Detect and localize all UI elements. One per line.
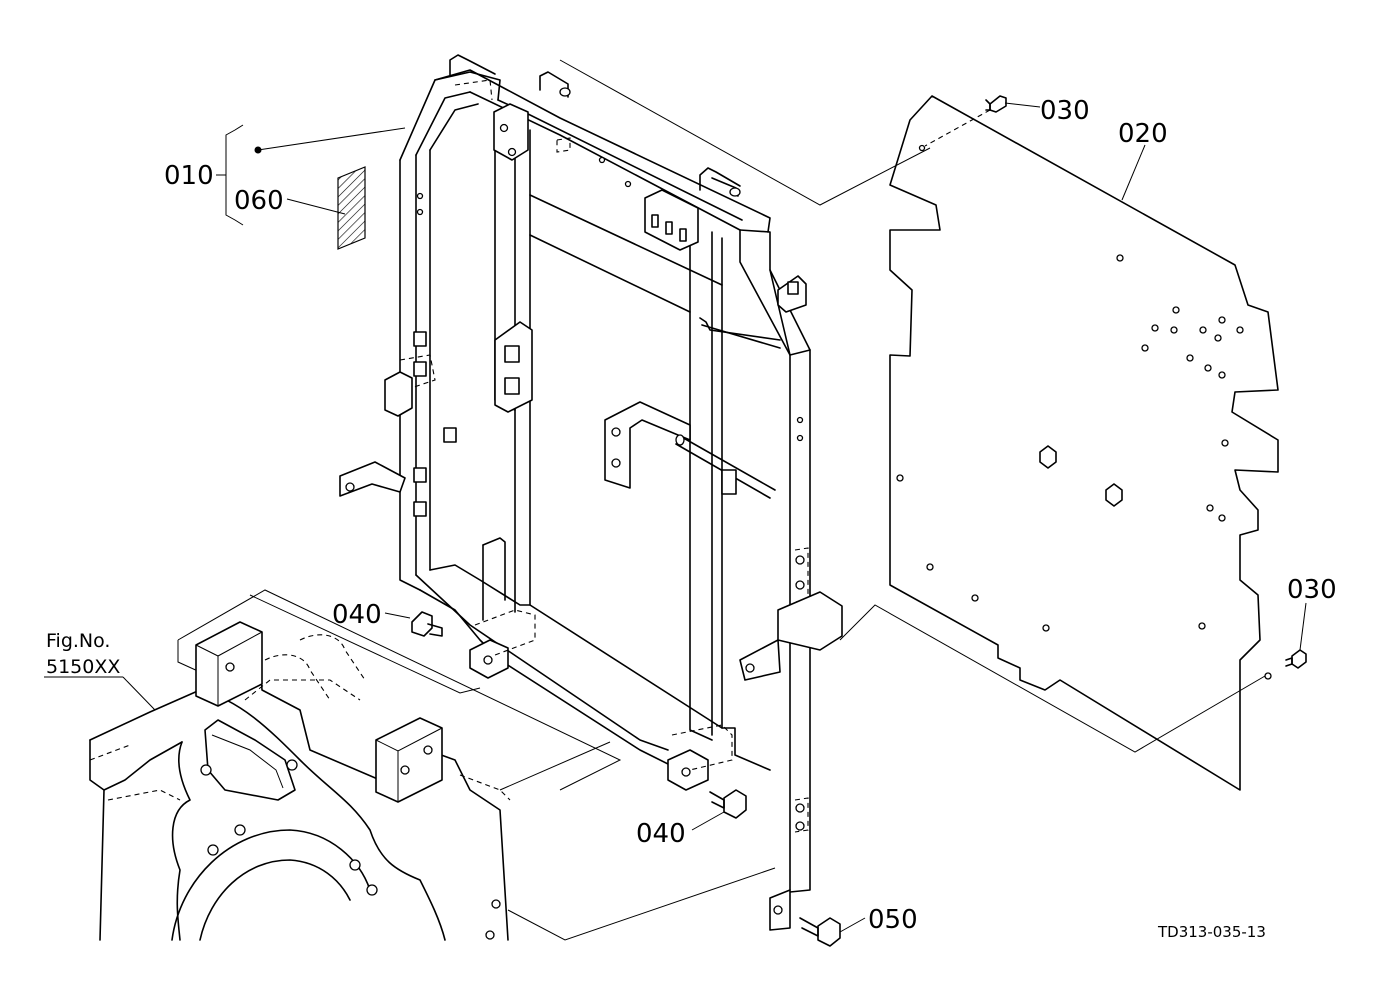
callout-030-top: 030	[1040, 96, 1090, 126]
leader-lines	[44, 59, 1307, 941]
callout-060: 060	[234, 186, 284, 216]
callout-040-left: 040	[332, 600, 382, 630]
bolt-030-right	[1285, 649, 1307, 669]
label-060-hatch	[337, 166, 366, 250]
bolt-050	[799, 917, 841, 947]
figure-ref-number: 5150XX	[46, 656, 120, 678]
bolt-030-top	[985, 95, 1007, 113]
callout-010: 010	[164, 161, 214, 191]
bolts	[411, 95, 1307, 947]
callout-020: 020	[1118, 119, 1168, 149]
callout-labels: 010 060 030 020 030 040 040 050 Fig.No. …	[46, 96, 1337, 941]
frame-010	[337, 54, 843, 931]
figure-ref-label: Fig.No.	[46, 630, 110, 652]
panel-020	[889, 95, 1279, 791]
flywheel-housing	[89, 589, 622, 941]
bolt-040-bottom	[709, 789, 747, 819]
callout-050: 050	[868, 905, 918, 935]
callout-030-right: 030	[1287, 575, 1337, 605]
bolt-040-left	[411, 611, 443, 637]
callout-040-bottom: 040	[636, 819, 686, 849]
drawing-code: TD313-035-13	[1157, 923, 1266, 941]
